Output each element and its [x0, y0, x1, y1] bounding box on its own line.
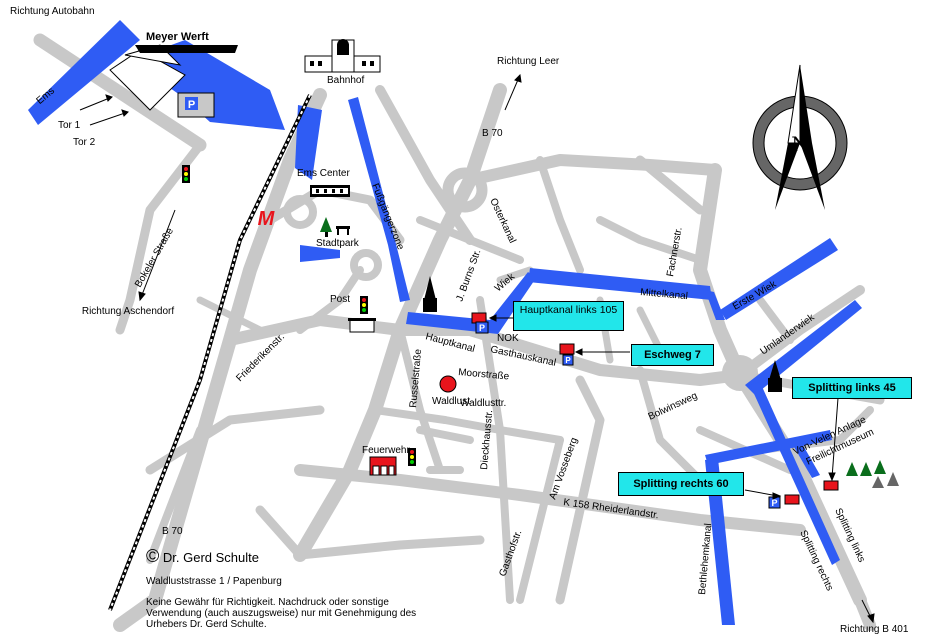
svg-text:Mittelkanal: Mittelkanal: [640, 287, 689, 302]
svg-text:Waldlusttr.: Waldlusttr.: [460, 398, 506, 409]
trees-icon: [846, 460, 899, 488]
svg-text:Richtung B 401: Richtung B 401: [840, 624, 909, 635]
copyright-icon: ©: [146, 546, 160, 566]
callout-splitting-rechts: Splitting rechts 60: [618, 472, 744, 496]
svg-text:J. Burns Str.: J. Burns Str.: [454, 248, 483, 303]
callout-splitting-links: Splitting links 45: [792, 377, 912, 399]
copyright-disclaimer: Keine Gewähr für Richtigkeit. Nachdruck …: [146, 597, 417, 630]
svg-text:Dieckhausstr.: Dieckhausstr.: [479, 409, 495, 470]
feuerwehr-icon: [369, 456, 397, 476]
mcdonalds-icon: M: [258, 208, 276, 230]
svg-text:Moorstraße: Moorstraße: [458, 367, 510, 382]
author-name: Dr. Gerd Schulte: [162, 550, 259, 565]
svg-text:Russelstraße: Russelstraße: [408, 348, 424, 408]
svg-text:Post: Post: [330, 294, 350, 305]
svg-text:Richtung Aschendorf: Richtung Aschendorf: [82, 306, 175, 317]
svg-text:Waldlust: Waldlust: [432, 396, 470, 407]
bahnhof-icon: [304, 39, 381, 73]
arrows: [79, 73, 875, 624]
church-icon: [423, 276, 782, 392]
svg-text:P: P: [188, 99, 195, 111]
svg-text:Feuerwehr: Feuerwehr: [362, 445, 410, 456]
svg-text:P: P: [771, 498, 777, 508]
svg-text:P: P: [565, 356, 571, 365]
parking-meyer: P: [185, 97, 198, 111]
post-building-icon: [348, 318, 376, 333]
svg-text:P: P: [479, 323, 485, 333]
svg-text:Erste Wiek: Erste Wiek: [731, 278, 779, 312]
svg-text:Ems Center: Ems Center: [297, 168, 350, 179]
svg-text:N: N: [791, 132, 809, 156]
ems-center-icon: [310, 185, 350, 197]
callout-eschweg: Eschweg 7: [631, 344, 714, 366]
svg-text:Meyer Werft: Meyer Werft: [146, 31, 209, 43]
waldlust-marker: [439, 375, 457, 393]
svg-text:Tor 1: Tor 1: [58, 120, 81, 131]
svg-text:B 70: B 70: [482, 128, 503, 139]
roads: [33, 33, 885, 632]
svg-text:B 70: B 70: [162, 526, 183, 537]
callout-hauptkanal-links: Hauptkanal links 105: [513, 301, 624, 331]
svg-text:Stadtpark: Stadtpark: [316, 238, 360, 249]
stadtpark-icon: [320, 217, 350, 237]
svg-text:NOK: NOK: [497, 333, 519, 344]
roundabouts: [283, 167, 758, 391]
compass-rose: N: [752, 64, 848, 210]
svg-text:Osterkanal: Osterkanal: [487, 197, 517, 245]
destination-markers: P P P: [471, 312, 839, 509]
railway: [108, 94, 312, 611]
svg-text:Richtung Autobahn: Richtung Autobahn: [10, 6, 95, 17]
svg-text:Richtung Leer: Richtung Leer: [497, 56, 560, 67]
copyright-address: Waldluststrasse 1 / Papenburg: [146, 576, 282, 587]
svg-text:Bethlehemkanal: Bethlehemkanal: [697, 523, 714, 595]
svg-text:Bahnhof: Bahnhof: [327, 75, 364, 86]
copyright-author: © Dr. Gerd Schulte: [146, 546, 259, 566]
traffic-light-icon: [182, 165, 416, 466]
svg-text:M: M: [258, 208, 276, 230]
svg-text:Tor 2: Tor 2: [73, 137, 96, 148]
